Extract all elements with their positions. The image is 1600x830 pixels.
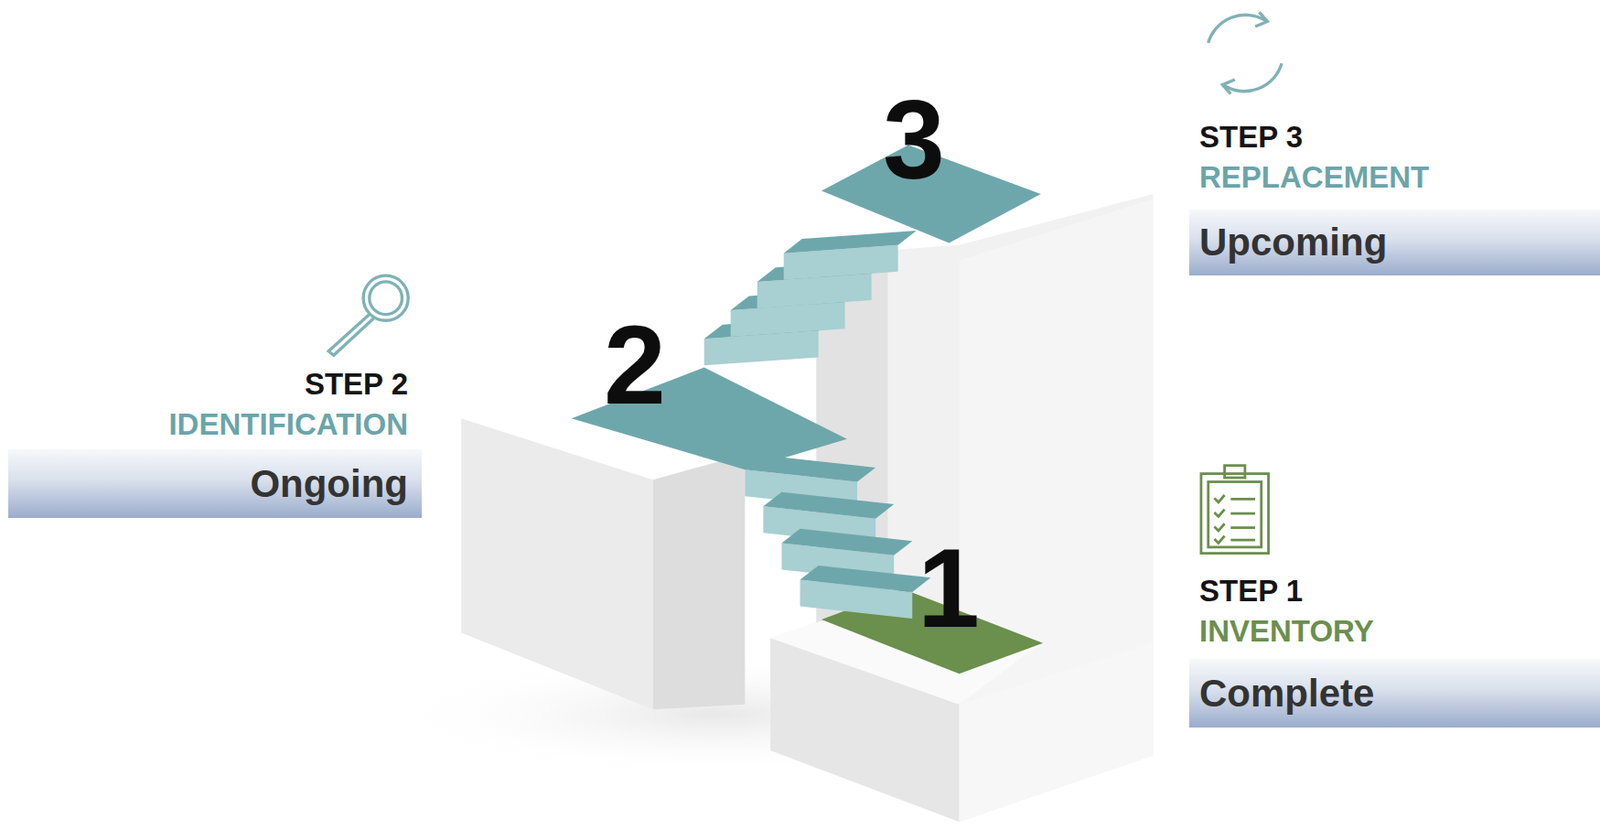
clipboard-icon (1201, 465, 1269, 554)
status-bar: Upcoming (1189, 209, 1600, 276)
stair-tread (783, 230, 917, 254)
stair-tread (781, 528, 913, 556)
step-title: INVENTORY (1189, 611, 1600, 652)
step-heading: STEP 3 (1189, 117, 1600, 158)
stair-tread (800, 565, 932, 592)
step-number: 3 (882, 84, 945, 196)
step-title: REPLACEMENT (1189, 157, 1600, 198)
stair-tread (744, 455, 876, 483)
stair-tread (762, 492, 894, 519)
status-bar: Ongoing (8, 449, 422, 518)
left-block-side (653, 453, 745, 709)
left-block-front (461, 418, 654, 709)
step-heading: STEP 1 (1189, 570, 1600, 612)
step-number: 1 (917, 532, 980, 645)
step-title: IDENTIFICATION (8, 404, 422, 445)
tall-block-face (959, 199, 1154, 822)
step-panel: STEP 3REPLACEMENT Upcoming (1189, 117, 1600, 276)
step-number: 2 (603, 309, 666, 421)
recycle-icon (1208, 11, 1282, 94)
status-bar: Complete (1189, 658, 1600, 728)
step-panel: STEP 2IDENTIFICATIONOngoing (8, 364, 422, 518)
step-panel: STEP 1INVENTORY Complete (1189, 570, 1600, 728)
magnifier-icon (328, 275, 409, 355)
step-heading: STEP 2 (8, 364, 422, 405)
